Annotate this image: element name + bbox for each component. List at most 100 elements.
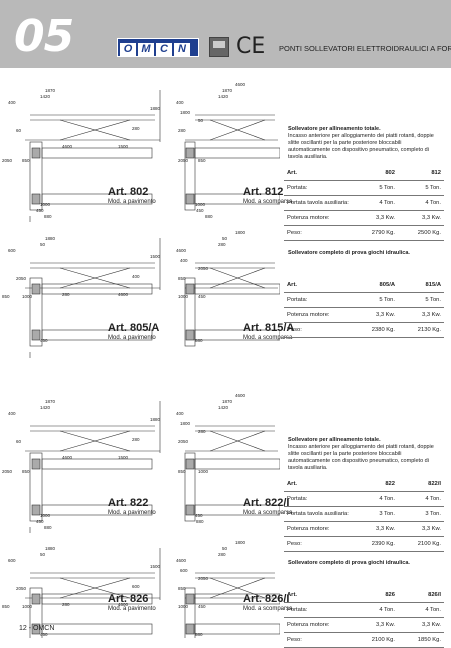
spec-value: 2100 Kg. [352,632,398,648]
article-number-floor: Art. 802 [108,186,149,198]
table-row: Potenza motore:3,3 Kw.3,3 Kw. [284,307,444,323]
logo-letter: C [156,43,172,56]
dimension-label: 1000 [195,202,206,207]
dimension-label: 400 [8,100,16,105]
description-text: Incasso anteriore per alloggiamento dei … [288,444,434,471]
article-number-floor: Art. 805/A [108,322,160,334]
spec-value: 4 Ton. [398,491,444,507]
dimension-label: 1500 [118,455,129,460]
article-number-recessed: Art. 815/A [243,322,295,334]
dimension-label: 450 [40,632,48,637]
logo-letter: M [138,43,154,56]
dimension-label: 880 [196,519,204,524]
dimension-label: 880 [205,214,213,219]
dimension-label: 450 [36,519,44,524]
dimension-label: 1000 [178,294,189,299]
spec-value: 3 Ton. [398,506,444,522]
logo-letter: N [174,43,190,56]
description-text: Incasso anteriore per alloggiamento dei … [288,133,434,160]
dimension-label: 1870 [222,399,233,404]
logo-letter: O [120,43,136,56]
dimension-label: 4600 [62,144,73,149]
spec-value: 3,3 Kw. [352,617,398,633]
table-row: Peso:2380 Kg.2130 Kg. [284,322,444,338]
dimension-label: 50 [222,546,228,551]
spec-value: 3,3 Kw. [352,307,398,323]
spec-value: 826/I [398,588,444,603]
dimension-label: 4600 [176,558,187,563]
model-type-recessed: Mod. a scomparsa [243,335,293,341]
dimension-label: 1800 [235,540,246,545]
dimension-label: 4600 [62,455,73,460]
dimension-label: 280 [132,126,140,131]
dimension-label: 1880 [45,236,56,241]
dimension-label: 4600 [118,602,129,607]
spec-value: 5 Ton. [352,292,398,308]
dimension-label: 280 [62,292,70,297]
table-row: Potenza motore:3,3 Kw.3,3 Kw. [284,617,444,633]
dimension-label: 1420 [40,94,51,99]
page-footer: 12 - OMCN [19,625,55,632]
spec-value: 2380 Kg. [352,322,398,338]
dimension-label: 60 [16,128,22,133]
model-type-floor: Mod. a pavimento [108,335,156,341]
dimension-label: 60 [16,439,22,444]
spec-value: 4 Ton. [352,602,398,618]
dimension-label: 1880 [45,546,56,551]
article-number-recessed: Art. 826/I [243,593,290,605]
spec-label: Portata: [284,180,352,196]
spec-value: 3,3 Kw. [398,210,444,226]
dimension-label: 50 [40,552,46,557]
article-number-recessed: Art. 812 [243,186,284,198]
article-number-floor: Art. 826 [108,593,149,605]
spec-value: 2390 Kg. [352,536,398,552]
product-description: Sollevatore per allineamento totale.Inca… [288,437,438,472]
description-title: Sollevatore completo di prova giochi idr… [288,560,410,566]
ce-mark-icon: CE [236,34,266,59]
dimension-label: 880 [44,214,52,219]
spec-value: 5 Ton. [398,292,444,308]
section-number: 05 [14,11,74,62]
spec-value: 3 Ton. [352,506,398,522]
product-description: Sollevatore completo di prova giochi idr… [288,250,438,257]
dimension-label: 880 [44,525,52,530]
dimension-label: 600 [132,584,140,589]
dimension-label: 850 [2,294,10,299]
dimension-label: 600 [8,558,16,563]
spec-value: 2500 Kg. [398,225,444,241]
dimension-label: 1000 [40,202,51,207]
dimension-label: 1870 [222,88,233,93]
dimension-label: 1000 [40,513,51,518]
dimension-label: 400 [8,411,16,416]
dimension-label: 280 [218,242,226,247]
dimension-label: 2050 [2,469,13,474]
spec-value: 5 Ton. [352,180,398,196]
spec-label: Potenza motore: [284,617,352,633]
spec-value: 2130 Kg. [398,322,444,338]
spec-value: 805/A [352,278,398,293]
dimension-label: 850 [22,469,30,474]
description-title: Sollevatore completo di prova giochi idr… [288,250,410,256]
spec-value: 822/I [398,477,444,492]
dimension-label: 1420 [218,94,229,99]
dimension-label: 850 [178,586,186,591]
dimension-label: 450 [198,604,206,609]
dimension-label: 4600 [235,82,246,87]
spec-value: 4 Ton. [398,195,444,211]
dimension-label: 850 [22,158,30,163]
dimension-label: 1880 [150,106,161,111]
dimension-label: 1000 [198,469,209,474]
table-row: Peso:2100 Kg.1850 Kg. [284,632,444,648]
model-type-floor: Mod. a pavimento [108,606,156,612]
dimension-label: 2050 [16,276,27,281]
dimension-label: 880 [195,338,203,343]
page-title: PONTI SOLLEVATORI ELETTROIDRAULICI A FOR… [279,44,451,53]
